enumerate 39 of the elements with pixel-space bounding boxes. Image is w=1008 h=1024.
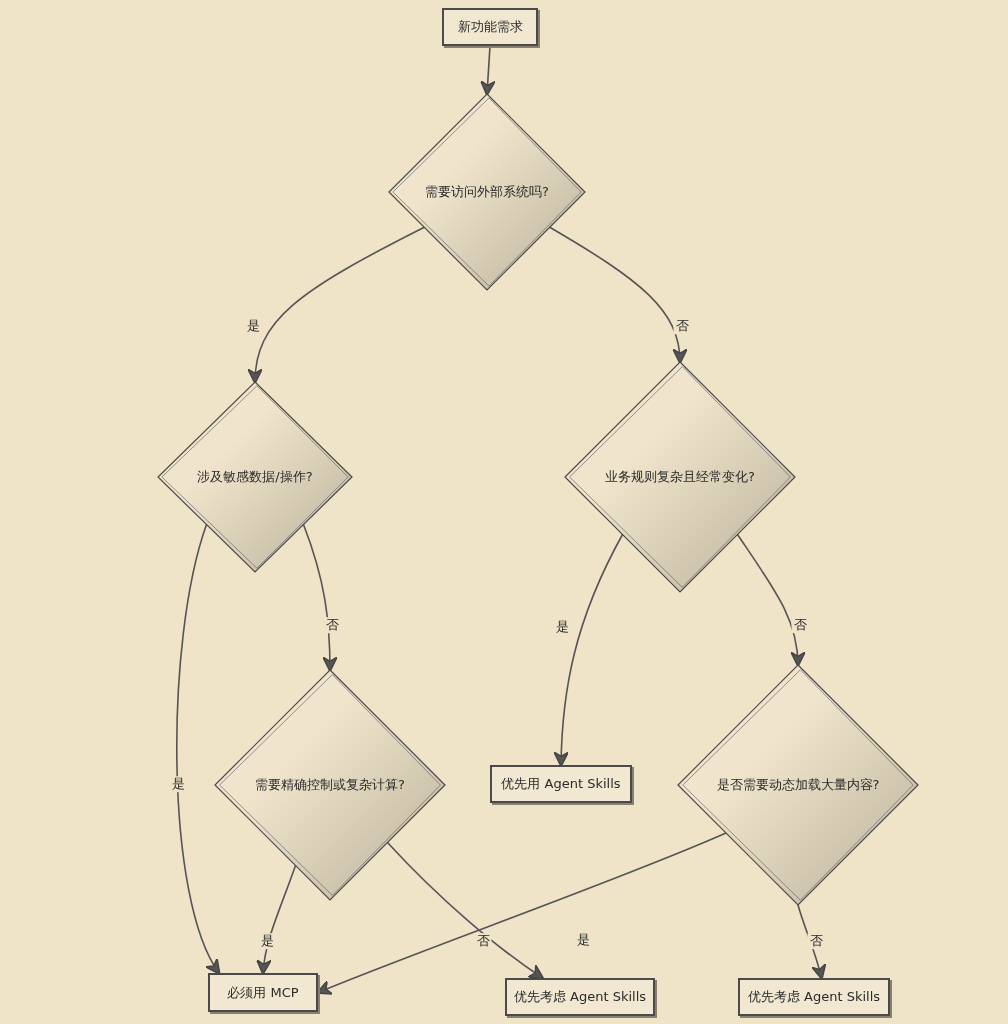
edge-label: 是 (244, 318, 262, 334)
decision-diamond (389, 94, 585, 290)
arrow (548, 226, 688, 365)
decision-label: 涉及敏感数据/操作? (197, 469, 313, 485)
decision-diamond (158, 382, 352, 572)
box-label: 优先用 Agent Skills (501, 776, 621, 792)
edge-label: 是 (574, 932, 592, 948)
edge-label: 是 (169, 776, 187, 792)
box-label: 必须用 MCP (227, 984, 299, 1001)
arrow (176, 523, 221, 975)
arrow (386, 841, 545, 980)
edge-label: 否 (791, 617, 809, 633)
edge-label: 否 (807, 933, 825, 949)
arrow (479, 45, 496, 97)
process-box (208, 973, 318, 1012)
edge-label: 否 (673, 318, 691, 334)
arrow (797, 904, 827, 981)
box-label: 新功能需求 (457, 19, 523, 35)
arrow (302, 523, 338, 673)
decision-label: 是否需要动态加载大量内容? (716, 777, 880, 793)
box-label: 优先考虑 Agent Skills (513, 989, 647, 1005)
edge-label: 否 (323, 617, 341, 633)
process-box (738, 978, 890, 1016)
decision-label: 需要精确控制或复杂计算? (255, 777, 405, 793)
process-box (442, 8, 538, 46)
arrow (736, 533, 806, 668)
arrow (553, 533, 624, 768)
process-box (505, 978, 655, 1016)
decision-diamond (215, 670, 445, 900)
arrow (247, 226, 426, 385)
edge-label: 是 (553, 619, 571, 635)
process-box (490, 765, 632, 803)
box-label: 优先考虑 Agent Skills (747, 989, 881, 1005)
decision-diamond (678, 665, 918, 905)
decision-diamond (565, 362, 795, 592)
decision-label: 需要访问外部系统吗? (425, 184, 549, 200)
edge-label: 否 (474, 933, 492, 949)
edge-label: 是 (258, 933, 276, 949)
decision-label: 业务规则复杂且经常变化? (605, 469, 755, 485)
